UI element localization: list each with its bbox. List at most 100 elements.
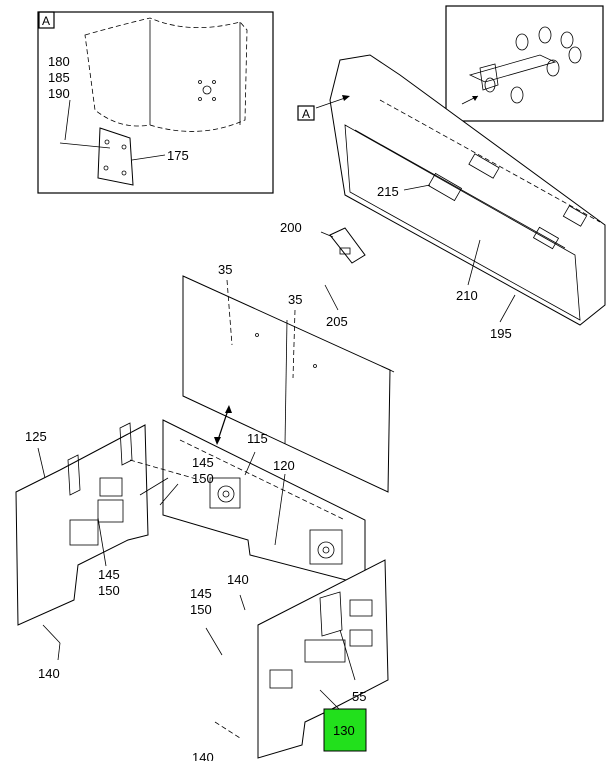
front-panel-130 xyxy=(257,559,389,759)
callout-150c: 150 xyxy=(190,602,212,617)
slot-cutout xyxy=(468,153,500,179)
leader-140a xyxy=(57,642,61,661)
mount-bracket xyxy=(209,477,241,509)
wheel-icon xyxy=(510,86,524,104)
mount-grommet xyxy=(217,485,235,503)
fastener-dot xyxy=(313,364,317,368)
back-wall-assembly: A 215 200 210 205 195 xyxy=(280,54,606,341)
slot-cutout xyxy=(532,226,560,250)
leader-35a xyxy=(226,279,233,346)
leader-145c xyxy=(205,627,223,656)
wheel-icon xyxy=(538,26,552,44)
bracket-200-slot xyxy=(339,247,351,255)
leader-fastener xyxy=(59,142,111,149)
wheel-icon xyxy=(484,77,496,93)
view-marker-label: A xyxy=(302,107,310,121)
fastener-dot xyxy=(255,333,259,337)
wheel-icon xyxy=(568,46,582,64)
callout-140a: 140 xyxy=(38,666,60,681)
detail-label: A xyxy=(42,14,50,28)
leader-150a xyxy=(159,483,179,506)
leader-120 xyxy=(274,473,286,546)
insulation-panel-35 xyxy=(182,275,391,493)
callout-175: 175 xyxy=(167,148,189,163)
callout-35b: 35 xyxy=(288,292,302,307)
wheel-icon xyxy=(515,33,529,51)
callout-210: 210 xyxy=(456,288,478,303)
detail-frame xyxy=(37,11,274,194)
front-cutout xyxy=(349,599,373,617)
mount-grommet xyxy=(317,541,335,559)
leader-215 xyxy=(403,184,431,191)
plate-hole xyxy=(121,170,127,176)
callout-120: 120 xyxy=(273,458,295,473)
callout-35a: 35 xyxy=(218,262,232,277)
insulation-seam xyxy=(284,319,288,445)
arrow-head-icon xyxy=(342,95,350,101)
callout-150b: 150 xyxy=(98,583,120,598)
leader-210 xyxy=(467,239,481,286)
rear-plate-assembly: 115 120 xyxy=(162,419,366,586)
plate-175 xyxy=(97,127,134,186)
callout-215: 215 xyxy=(377,184,399,199)
mount-grommet-center xyxy=(222,490,230,498)
leader-130 xyxy=(319,689,341,711)
callout-140c: 140 xyxy=(192,750,214,761)
leader-145b xyxy=(97,517,107,567)
leader-125 xyxy=(37,447,46,479)
detail-view-a: A 180 185 190 175 xyxy=(37,11,274,194)
side-panel-125 xyxy=(15,424,149,626)
callout-145b: 145 xyxy=(98,567,120,582)
thumbnail-frame xyxy=(445,5,604,122)
callout-190: 190 xyxy=(48,86,70,101)
callout-130[interactable]: 130 xyxy=(333,723,355,738)
callout-145c: 145 xyxy=(190,586,212,601)
window-frame xyxy=(319,591,343,637)
plate-hole xyxy=(103,165,109,171)
side-cutout xyxy=(69,519,99,546)
slot-cutout xyxy=(427,172,463,202)
bracket-bolt xyxy=(198,80,202,84)
view-marker-arrow xyxy=(315,97,346,109)
right-front-panel: 140 145 150 55 140 130 xyxy=(190,559,389,761)
leader-180 xyxy=(64,99,71,141)
side-hidden-edge xyxy=(129,459,201,481)
plate-hole xyxy=(104,139,110,145)
bracket-200 xyxy=(329,227,366,264)
leader-140c xyxy=(214,721,241,739)
back-wall-hidden-edge xyxy=(379,99,601,223)
side-cutout xyxy=(99,477,123,497)
leader-195 xyxy=(499,294,516,323)
callout-145a: 145 xyxy=(192,455,214,470)
leader-205 xyxy=(324,284,339,311)
chassis-frame-icon xyxy=(468,54,557,83)
arrow-head-icon xyxy=(472,96,478,101)
wheel-icon xyxy=(560,31,574,49)
callout-140b: 140 xyxy=(227,572,249,587)
left-side-panel: 125 145 150 145 150 140 xyxy=(15,422,214,681)
rear-plate-hidden-edge xyxy=(179,439,346,521)
side-hook xyxy=(119,422,133,466)
callout-200: 200 xyxy=(280,220,302,235)
callout-205: 205 xyxy=(326,314,348,329)
mount-bracket xyxy=(309,529,343,565)
front-cutout xyxy=(304,639,346,663)
slot-cutout xyxy=(562,205,588,227)
leader-200 xyxy=(320,231,334,238)
highlighted-part-badge[interactable] xyxy=(323,708,367,752)
back-wall-edge xyxy=(354,129,566,249)
front-cutout xyxy=(269,669,293,689)
callout-185: 185 xyxy=(48,70,70,85)
callout-150a: 150 xyxy=(192,471,214,486)
bracket-bolt xyxy=(212,97,216,101)
bracket-bolt xyxy=(212,80,216,84)
callout-55: 55 xyxy=(352,689,366,704)
rear-plate-115 xyxy=(162,419,366,586)
leader-140b xyxy=(239,594,246,611)
front-cutout xyxy=(349,629,373,647)
leader-175 xyxy=(131,154,166,161)
bracket-bolt xyxy=(198,97,202,101)
bracket-outline xyxy=(84,17,248,132)
callout-115: 115 xyxy=(247,431,268,446)
